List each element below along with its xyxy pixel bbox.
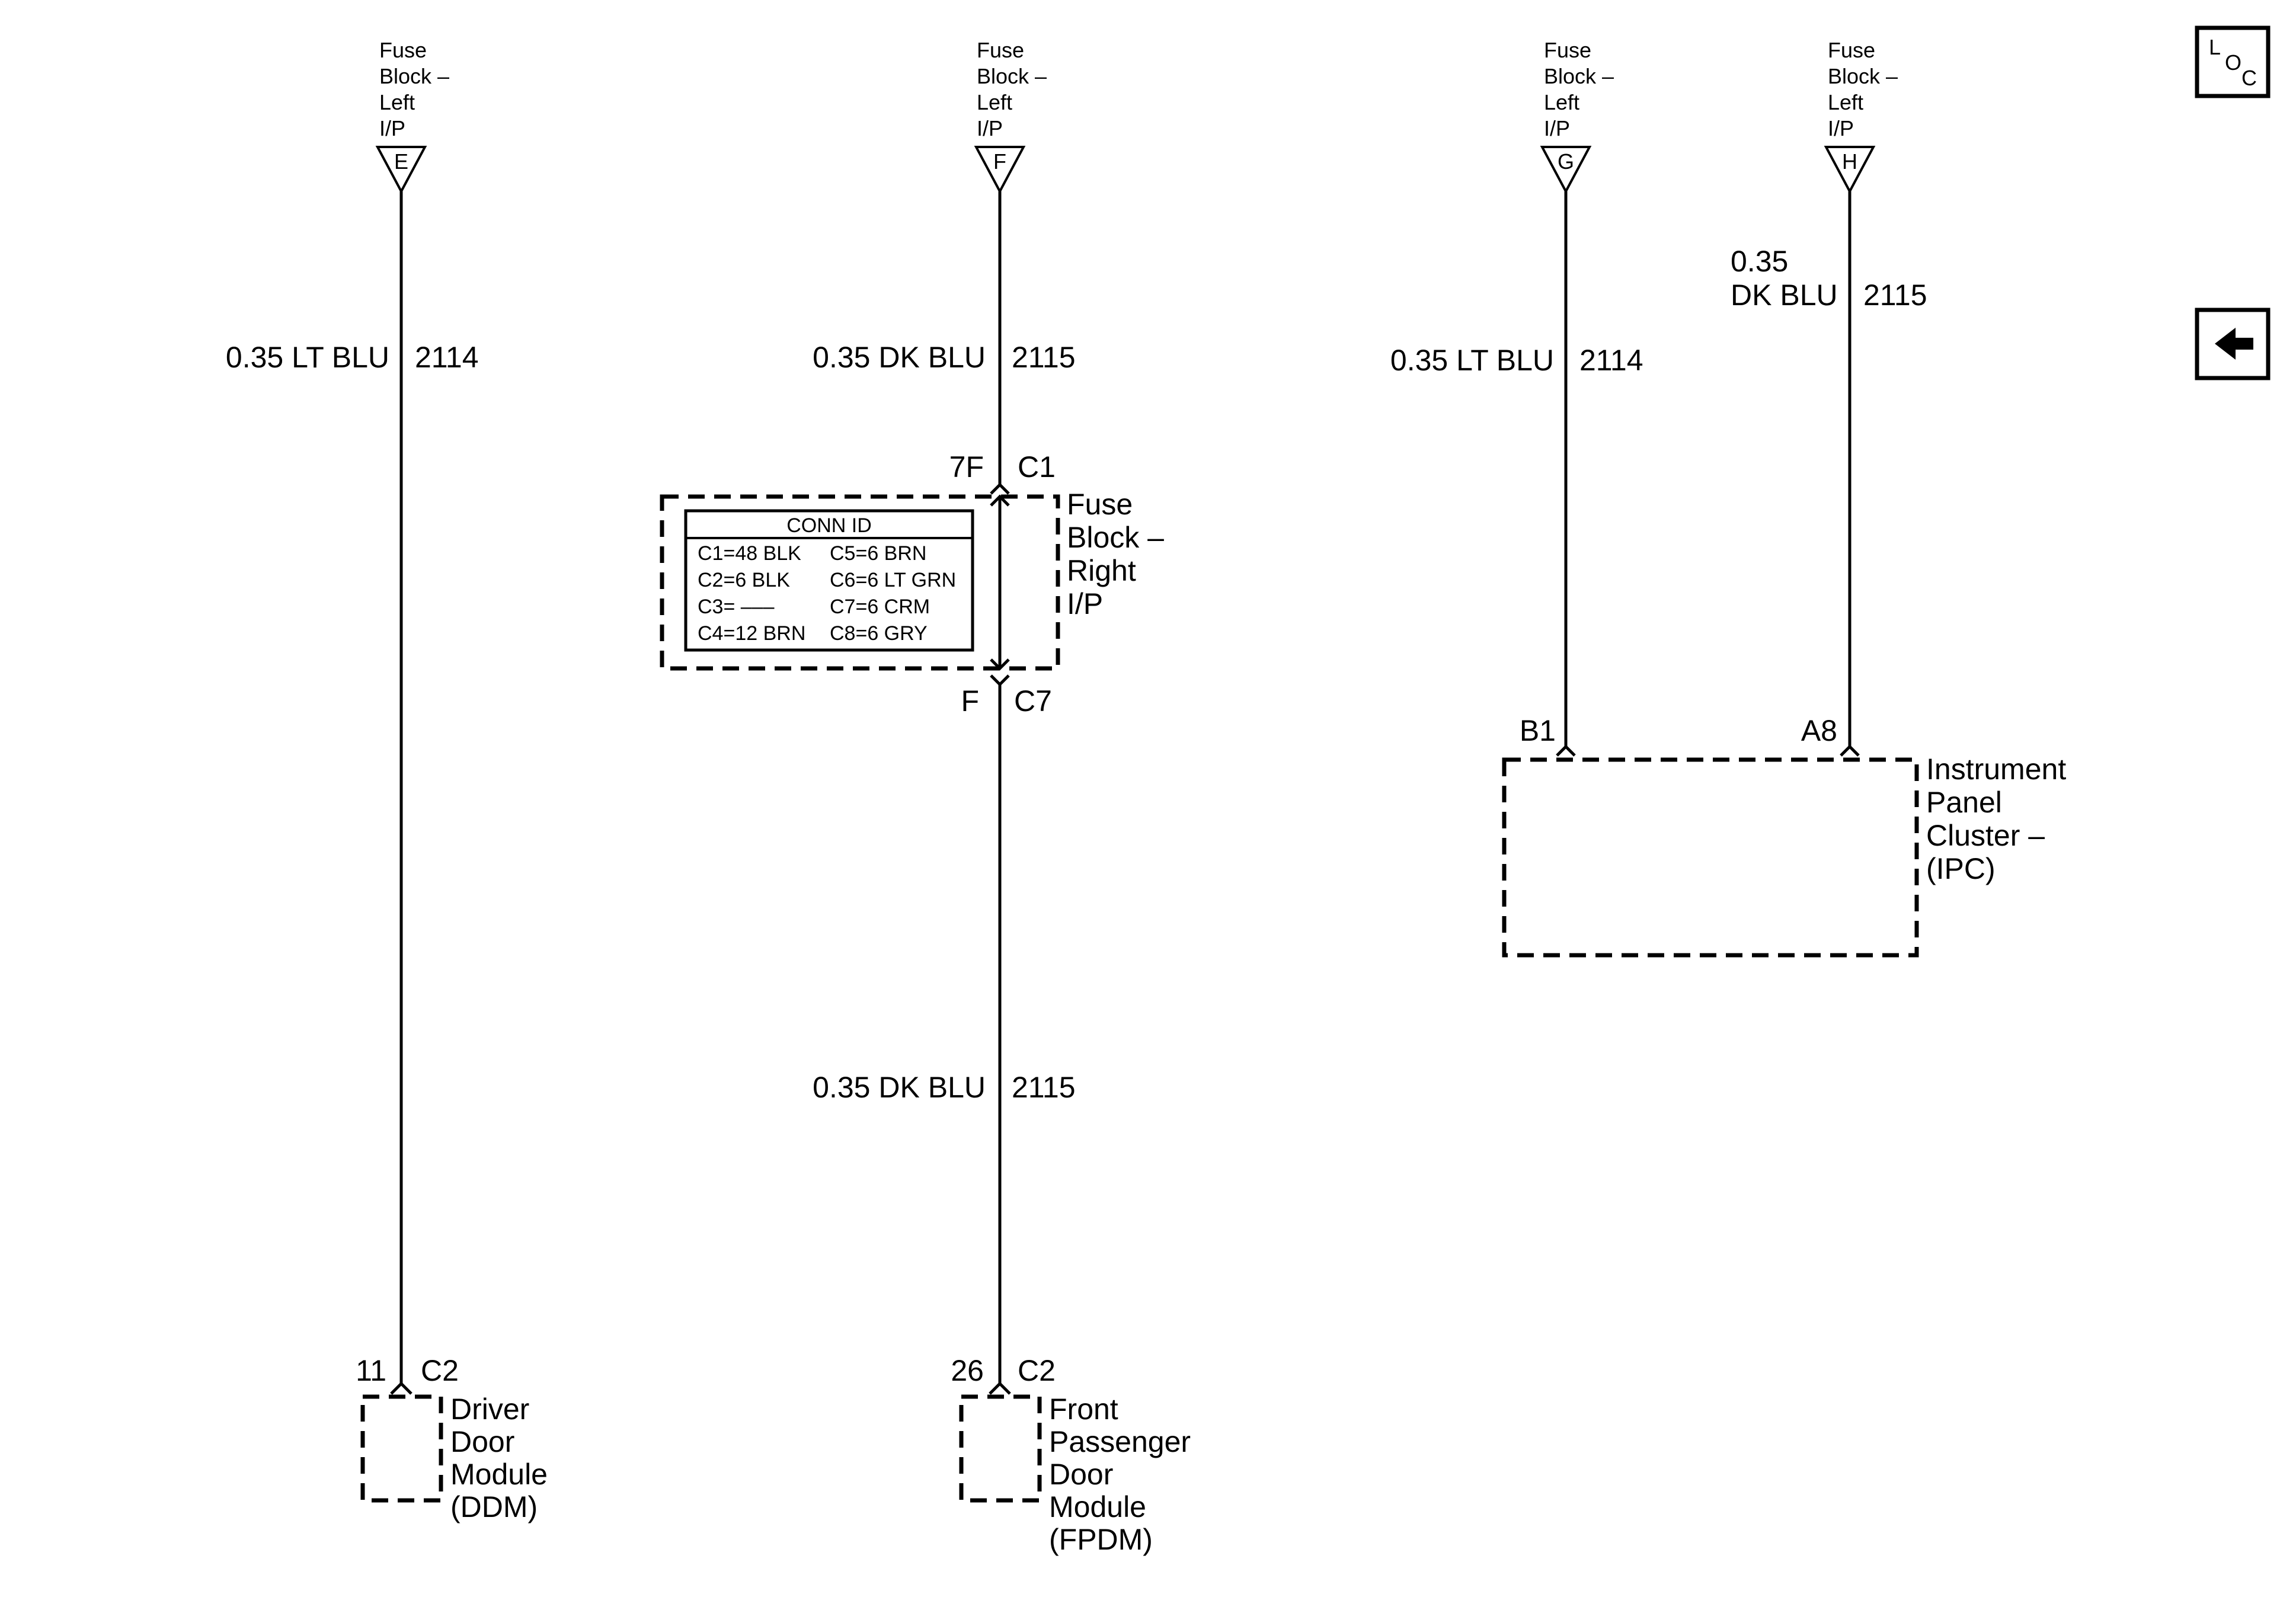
ddm-name-1: Driver — [450, 1393, 529, 1426]
conn-id-r4-c1: C4=12 BRN — [698, 622, 805, 645]
conn-id-r2-c2: C6=6 LT GRN — [830, 569, 956, 591]
frb-inner-bottom-arrow — [990, 658, 1010, 671]
wire-2115-lower-circuit: 2115 — [1012, 1071, 1076, 1104]
feed-f-label-2: Block – — [977, 64, 1047, 88]
feed-e-label-1: Fuse — [379, 38, 427, 62]
feed-g-label-4: I/P — [1544, 116, 1570, 140]
ipc-a8-connector-symbol — [1840, 744, 1860, 757]
frb-name-2: Block – — [1067, 521, 1164, 554]
feed-h-label-3: Left — [1828, 90, 1863, 114]
conn-id-r4-c2: C8=6 GRY — [830, 622, 928, 645]
frb-bottom-connector-symbol — [990, 674, 1010, 687]
fuse-feed-f: Fuse Block – Left I/P F — [974, 38, 1047, 194]
frb-name-3: Right — [1067, 554, 1136, 587]
feed-h-label-2: Block – — [1828, 64, 1898, 88]
fpdm-name-4: Module — [1049, 1490, 1146, 1523]
conn-id-title: CONN ID — [786, 514, 872, 537]
wire-2115-lower-color: 0.35 DK BLU — [813, 1071, 986, 1104]
fuse-terminal-triangle-e — [375, 146, 427, 194]
wire-2114-ddm-circuit: 2114 — [415, 341, 479, 374]
loc-letter-o: O — [2225, 50, 2241, 75]
wire-2114-ddm-color: 0.35 LT BLU — [226, 341, 389, 374]
ddm-connector: C2 — [421, 1354, 459, 1387]
wire-2115-upper-circuit: 2115 — [1012, 341, 1076, 374]
feed-g-terminal: G — [1558, 149, 1574, 174]
conn-id-r3-c1: C3= ––– — [698, 596, 775, 618]
feed-h-label-1: Fuse — [1828, 38, 1875, 62]
fpdm-name-3: Door — [1049, 1458, 1113, 1491]
frb-top-pin: 7F — [949, 450, 984, 484]
fuse-feed-h: Fuse Block – Left I/P H — [1824, 38, 1898, 194]
frb-bottom-connector: C7 — [1014, 684, 1052, 718]
conn-id-r1-c2: C5=6 BRN — [830, 542, 926, 565]
ddm-name-3: Module — [450, 1458, 548, 1491]
conn-id-table-border — [684, 509, 974, 652]
feed-f-label-4: I/P — [977, 116, 1003, 140]
wire-2114-ipc-circuit: 2114 — [1579, 344, 1643, 377]
wire-2115-ipc-color: DK BLU — [1731, 279, 1838, 312]
wire-2115-ipc-circuit: 2115 — [1863, 279, 1927, 312]
conn-id-table: CONN ID C1=48 BLK C5=6 BRN C2=6 BLK C6=6… — [684, 509, 974, 652]
feed-e-label-3: Left — [379, 90, 415, 114]
fuse-block-right-box — [660, 494, 1060, 671]
ipc-b1-connector-symbol — [1556, 744, 1576, 757]
wire-2114-ipc-color: 0.35 LT BLU — [1390, 344, 1554, 377]
ddm-name-4: (DDM) — [450, 1490, 538, 1523]
ipc-pin-b1: B1 — [1520, 714, 1556, 747]
fuse-terminal-triangle-g — [1540, 146, 1592, 194]
loc-letter-c: C — [2241, 66, 2257, 90]
loc-button[interactable]: L O C — [2195, 25, 2271, 98]
feed-h-terminal: H — [1842, 149, 1857, 174]
ipc-name-1: Instrument — [1926, 753, 2066, 786]
frb-top-connector: C1 — [1018, 450, 1056, 484]
ddm-connector-symbol — [390, 1381, 412, 1395]
feed-e-label-2: Block – — [379, 64, 449, 88]
fpdm-connector: C2 — [1018, 1354, 1056, 1387]
feed-e-terminal: E — [394, 149, 408, 174]
fpdm-name-5: (FPDM) — [1049, 1523, 1153, 1556]
conn-id-r2-c1: C2=6 BLK — [698, 569, 790, 591]
ipc-name-2: Panel — [1926, 786, 2002, 819]
conn-id-r3-c2: C7=6 CRM — [830, 596, 930, 618]
ipc-component-box — [1502, 757, 1919, 958]
feed-g-label-1: Fuse — [1544, 38, 1591, 62]
feed-g-label-2: Block – — [1544, 64, 1614, 88]
frb-name-1: Fuse — [1067, 488, 1133, 521]
frb-top-connector-symbol — [990, 482, 1010, 495]
ipc-name-3: Cluster – — [1926, 819, 2045, 852]
back-button[interactable] — [2195, 308, 2271, 380]
fuse-terminal-triangle-f — [974, 146, 1026, 194]
fpdm-name-2: Passenger — [1049, 1425, 1191, 1458]
ipc-pin-a8: A8 — [1801, 714, 1837, 747]
loc-letter-l: L — [2209, 35, 2221, 59]
frb-name-4: I/P — [1067, 587, 1103, 620]
fuse-feed-e: Fuse Block – Left I/P E — [375, 38, 449, 194]
ddm-name-2: Door — [450, 1425, 514, 1458]
wire-2115-ipc-size: 0.35 — [1731, 245, 1788, 278]
feed-f-terminal: F — [993, 149, 1006, 174]
feed-f-label-3: Left — [977, 90, 1012, 114]
fpdm-pin: 26 — [951, 1354, 984, 1387]
fpdm-component-box — [959, 1394, 1042, 1503]
frb-bottom-pin: F — [961, 684, 979, 718]
feed-h-label-4: I/P — [1828, 116, 1854, 140]
fpdm-name-1: Front — [1049, 1393, 1118, 1426]
left-arrow-icon — [2215, 328, 2253, 360]
feed-g-label-3: Left — [1544, 90, 1579, 114]
ddm-component-box — [360, 1394, 443, 1503]
fuse-terminal-triangle-h — [1824, 146, 1876, 194]
wire-2115-upper-color: 0.35 DK BLU — [813, 341, 986, 374]
fpdm-connector-symbol — [989, 1381, 1011, 1395]
ddm-pin: 11 — [356, 1354, 386, 1387]
ipc-name-4: (IPC) — [1926, 852, 1996, 885]
fuse-feed-g: Fuse Block – Left I/P G — [1540, 38, 1614, 194]
feed-e-label-4: I/P — [379, 116, 405, 140]
conn-id-r1-c1: C1=48 BLK — [698, 542, 801, 565]
feed-f-label-1: Fuse — [977, 38, 1024, 62]
loc-button-frame — [2195, 25, 2271, 98]
